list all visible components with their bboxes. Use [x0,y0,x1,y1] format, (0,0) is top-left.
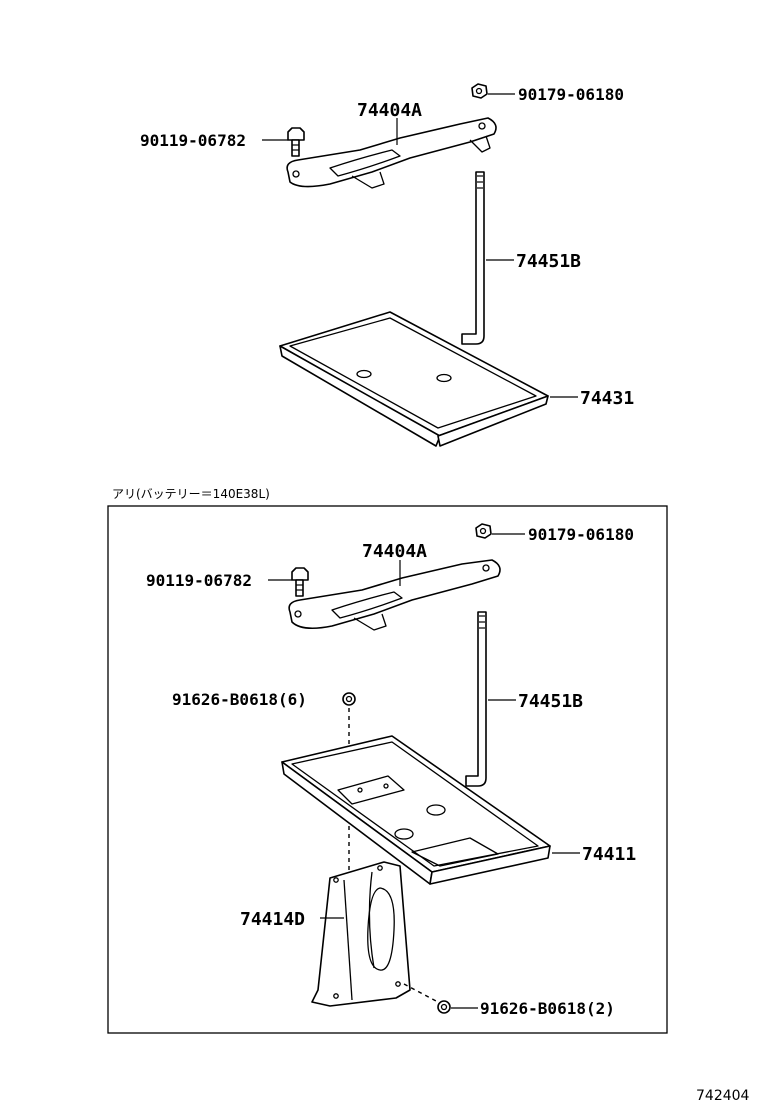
upper-tray-label: 74431 [580,388,634,409]
lower-bolt-label: 90119-06782 [146,571,252,590]
lower-nut-part [475,523,492,539]
lower-nut-two-part [437,1000,451,1014]
upper-nut-part [471,83,488,99]
upper-nut-label: 90179-06180 [518,85,624,104]
upper-rod-part [461,171,485,345]
lower-clamp-label: 74404A [362,541,427,562]
variant-frame [107,505,668,1034]
lower-tray-label: 74411 [582,844,636,865]
upper-tray-part [279,311,549,447]
upper-assembly: 90179-06180 74404A 90119-06782 [140,83,634,447]
lower-nut-six-label: 91626-B0618(6) [172,690,307,709]
lower-bracket-label: 74414D [240,909,305,930]
upper-rod-label: 74451B [516,251,581,272]
lower-nut-label: 90179-06180 [528,525,634,544]
lower-nut-two-label: 91626-B0618(2) [480,999,615,1018]
lower-bolt-part [291,567,309,597]
lower-rod-label: 74451B [518,691,583,712]
lower-clamp-part [288,559,501,631]
lower-tray-part [281,735,551,885]
figure-number: 742404 [696,1088,750,1104]
lower-rod-part [465,611,487,787]
lower-nut-two-dashline [403,983,439,1003]
upper-bolt-label: 90119-06782 [140,131,246,150]
upper-clamp-label: 74404A [357,100,422,121]
lower-assembly: 90179-06180 74404A 90119-06782 91626-B06… [146,523,636,1018]
lower-bracket-part [311,861,411,1007]
upper-bolt-part [287,127,305,157]
lower-nut-six-part [342,692,356,706]
upper-clamp-part [286,117,497,189]
variant-note: アリ(バッテリー＝140E38L) [112,487,270,501]
